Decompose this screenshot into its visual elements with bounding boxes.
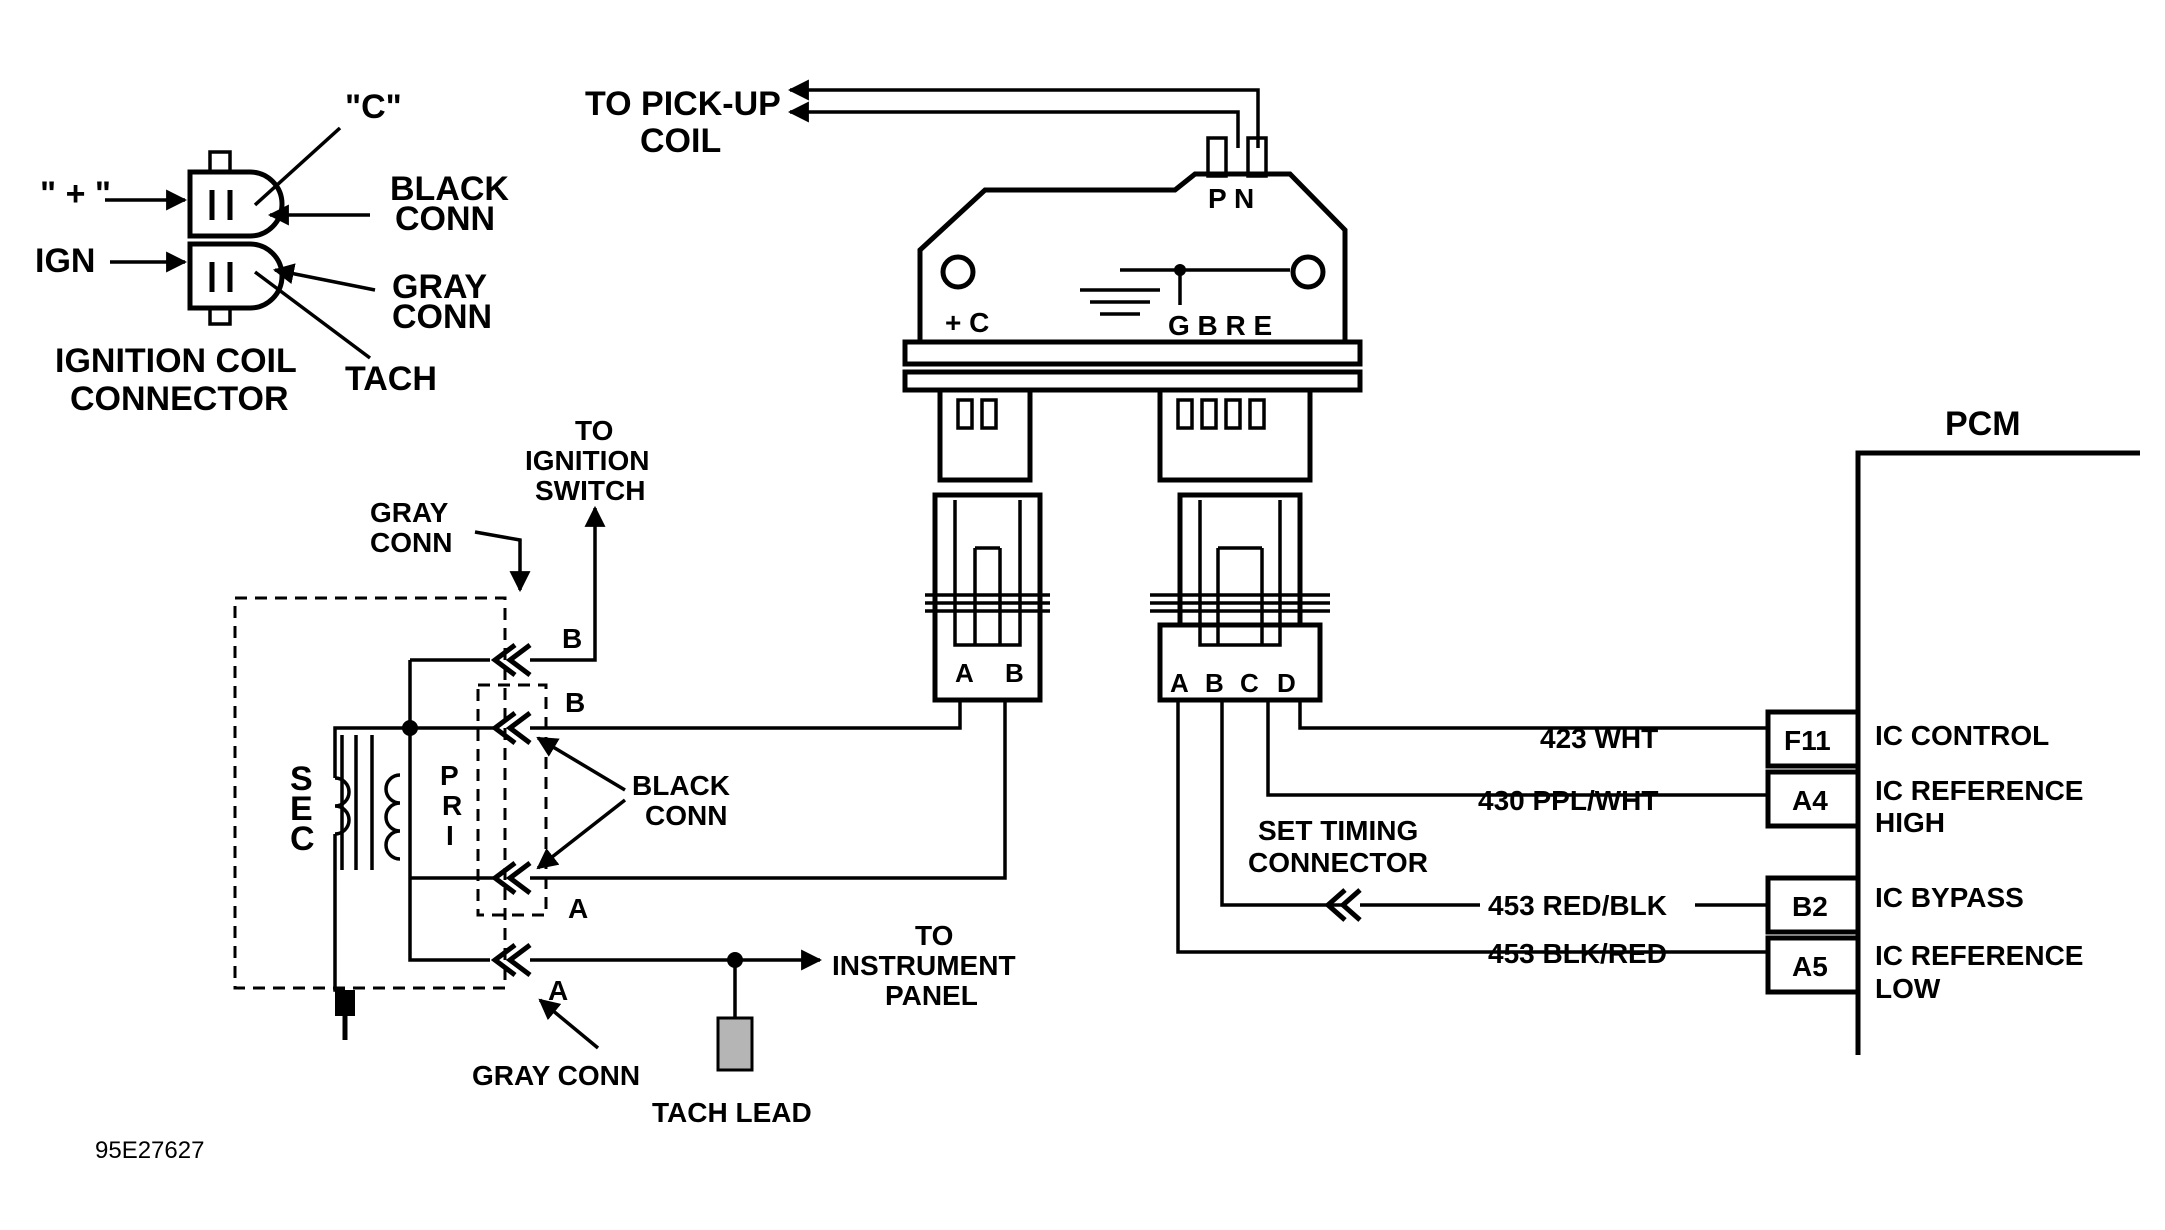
sec-label-e: E: [290, 790, 313, 828]
plus-terminal-label: " + ": [40, 175, 111, 213]
gray-conn-top-label: GRAY: [370, 497, 449, 528]
pn-label: P N: [1208, 183, 1254, 214]
pcm-desc-ic-bypass: IC BYPASS: [1875, 882, 2024, 913]
two-pin-b-label: B: [1005, 658, 1024, 688]
gray-conn-top-label-2: CONN: [370, 527, 452, 558]
pri-label-p: P: [440, 760, 459, 791]
tach-label: TACH: [345, 360, 437, 398]
coil-connector-title: IGNITION COIL: [55, 342, 297, 380]
pcm-pin-a5-box: [1765, 935, 1861, 995]
tach-lead-terminal-icon: [716, 1016, 754, 1072]
ign-label: IGN: [35, 242, 95, 280]
mounting-hole-right: [1290, 254, 1326, 290]
wire-453-red-label: 453 RED/BLK: [1488, 890, 1667, 921]
set-timing-label: SET TIMING: [1258, 815, 1418, 846]
pcm-desc-ic-ref-high-2: HIGH: [1875, 807, 1945, 838]
pcm-pin-f11-box: [1765, 709, 1861, 769]
tach-lead-label: TACH LEAD: [652, 1097, 812, 1128]
pcm-pin-b2-box: [1765, 875, 1861, 935]
wire-430-label: 430 PPL/WHT: [1478, 785, 1658, 816]
four-pin-c-label: C: [1240, 668, 1259, 698]
chevron-terminal-b-outer: [490, 643, 532, 677]
pickup-coil-label-2: COIL: [640, 122, 721, 160]
chevron-terminal-a-outer: [490, 943, 532, 977]
two-pin-connector: A B: [925, 492, 1050, 703]
four-pin-a-label: A: [1170, 668, 1189, 698]
coil-housing-outline: [233, 596, 507, 990]
pcm-section: PCM SET TIMING CONNECTOR 423 WHT 430 PPL…: [1176, 405, 2140, 1055]
wire-453-blk-label: 453 BLK/RED: [1488, 938, 1667, 969]
pickup-terminal-p: [1206, 136, 1228, 178]
coil-connector-title-2: CONNECTOR: [70, 380, 289, 418]
gray-conn-bottom-label: GRAY CONN: [472, 1060, 640, 1091]
instrument-panel-label: TO: [915, 920, 953, 951]
sec-label-s: S: [290, 760, 313, 798]
wire-423-label: 423 WHT: [1540, 723, 1658, 754]
primary-winding: [384, 773, 401, 861]
black-conn-label-2: CONN: [395, 200, 495, 238]
mounting-hole-left: [940, 254, 976, 290]
ignition-switch-label: TO: [575, 415, 613, 446]
pcm-title: PCM: [1945, 405, 2021, 443]
gray-conn-label: GRAY: [392, 268, 487, 306]
module-left-socket: [937, 387, 1033, 483]
black-conn-outline: [476, 683, 548, 917]
pin-b-inner-label: B: [565, 687, 585, 718]
coil-circuit: TO IGNITION SWITCH GRAY CONN S E C P R I: [233, 415, 1016, 1128]
instrument-panel-label-3: PANEL: [885, 980, 978, 1011]
gray-conn-label-2: CONN: [392, 298, 492, 336]
ignition-coil-connector: " + " "C" IGN BLACK CONN GRAY CONN TACH …: [35, 88, 509, 418]
pcm-desc-ic-ref-low-2: LOW: [1875, 973, 1941, 1004]
black-conn-label: BLACK: [390, 170, 509, 208]
pri-label-i: I: [446, 820, 454, 851]
set-timing-label-2: CONNECTOR: [1248, 847, 1428, 878]
module-housing: [917, 171, 1348, 340]
pickup-coil-label: TO PICK-UP: [585, 85, 781, 123]
black-conn-label-2: CONN: [645, 800, 727, 831]
pcm-pin-f11: F11: [1784, 725, 1831, 756]
pcm-desc-ic-ref-low: IC REFERENCE: [1875, 940, 2083, 971]
pcm-pin-b2: B2: [1792, 891, 1828, 922]
right-terminal-labels: G B R E: [1168, 310, 1272, 341]
pin-a-inner-label: A: [568, 893, 588, 924]
pcm-desc-ic-control: IC CONTROL: [1875, 720, 2049, 751]
secondary-winding: [334, 776, 351, 836]
pcm-outline: [1855, 450, 2140, 1055]
pcm-desc-ic-ref-high: IC REFERENCE: [1875, 775, 2083, 806]
four-pin-connector: A B C D: [1150, 492, 1330, 703]
pin-b-outer-label: B: [562, 623, 582, 654]
two-pin-a-label: A: [955, 658, 974, 688]
secondary-terminal-icon: [335, 990, 355, 1016]
module-flange: [902, 339, 1363, 367]
module-right-socket: [1157, 387, 1313, 483]
c-terminal-label: "C": [345, 88, 402, 126]
instrument-panel-label-2: INSTRUMENT: [832, 950, 1016, 981]
pcm-pin-a5: A5: [1792, 951, 1828, 982]
ground-icon: [1080, 288, 1160, 316]
pcm-pin-a4-box: [1765, 769, 1861, 829]
ignition-switch-label-2: IGNITION: [525, 445, 649, 476]
chevron-terminal-b-inner: [490, 711, 532, 745]
ignition-switch-label-3: SWITCH: [535, 475, 645, 506]
sec-label-c: C: [290, 820, 315, 858]
coil-connector-icon: [187, 150, 285, 326]
set-timing-chevron: [1324, 888, 1362, 922]
pcm-pin-a4: A4: [1792, 785, 1828, 816]
left-terminal-labels: + C: [945, 307, 989, 338]
figure-code: 95E27627: [95, 1137, 204, 1164]
four-pin-d-label: D: [1277, 668, 1296, 698]
pri-label-r: R: [442, 790, 462, 821]
black-conn-label: BLACK: [632, 770, 730, 801]
ignition-module: TO PICK-UP COIL P N + C G B R E: [585, 79, 1363, 483]
four-pin-b-label: B: [1205, 668, 1224, 698]
chevron-terminal-a-inner: [490, 861, 532, 895]
pin-a-outer-label: A: [548, 975, 568, 1006]
